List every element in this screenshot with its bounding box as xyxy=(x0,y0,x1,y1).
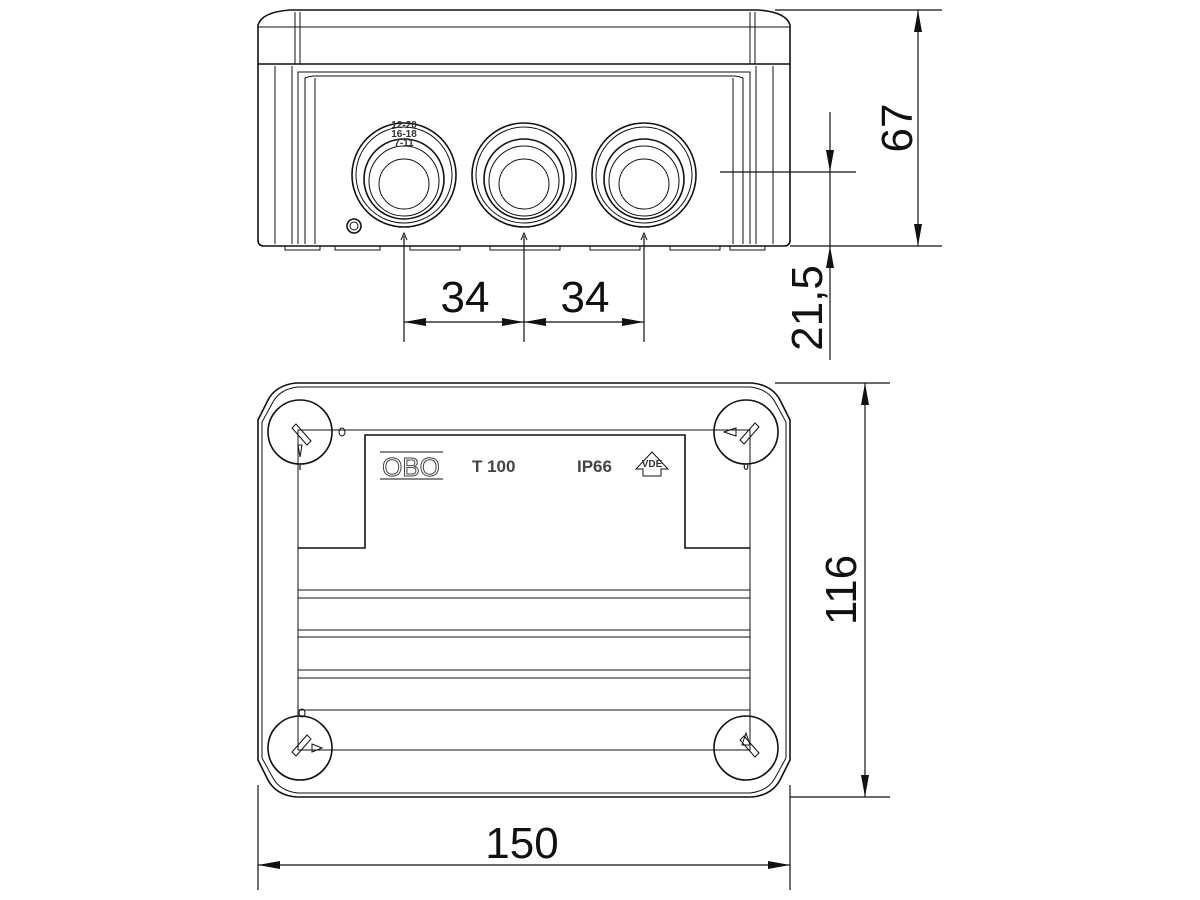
dimension-width-label: 150 xyxy=(485,819,558,868)
corner-screw-top-left: I xyxy=(267,399,346,473)
corner-screw-bottom-right xyxy=(713,715,779,781)
top-view: OBO T 100 IP66 VDE I 0 xyxy=(257,382,791,798)
gland-marking: 16-18 xyxy=(391,129,417,140)
front-view: 12-20 16-18 7-11 xyxy=(257,9,791,251)
svg-text:OBO: OBO xyxy=(382,452,440,482)
dimension-height: 67 xyxy=(775,9,942,247)
ip-rating-label: IP66 xyxy=(577,457,612,476)
svg-text:I: I xyxy=(299,462,302,473)
corner-screw-bottom-left xyxy=(267,708,333,781)
dimension-depth-label: 116 xyxy=(817,555,866,625)
corner-screw-top-right: 0 xyxy=(713,399,779,473)
dimension-gland-height-label: 21,5 xyxy=(783,265,832,351)
dimension-height-label: 67 xyxy=(873,104,922,153)
dimension-width: 150 xyxy=(257,785,791,890)
svg-text:VDE: VDE xyxy=(642,459,663,470)
dimension-spacing-2-label: 34 xyxy=(561,273,610,322)
brand-logo: OBO xyxy=(380,451,443,483)
lid-outline xyxy=(257,9,791,65)
dimension-gland-spacing: 34 34 xyxy=(403,236,645,342)
model-label: T 100 xyxy=(472,457,515,476)
housing-outline xyxy=(257,382,791,798)
dimension-depth: 116 xyxy=(775,382,890,798)
cable-gland-3 xyxy=(591,122,697,228)
label-panel xyxy=(298,434,750,549)
vde-mark: VDE xyxy=(634,451,670,477)
cable-gland-2 xyxy=(471,122,577,228)
dimension-gland-height: 21,5 xyxy=(720,112,856,360)
dimension-spacing-1-label: 34 xyxy=(441,273,490,322)
svg-text:0: 0 xyxy=(743,462,749,473)
cable-gland-1 xyxy=(351,122,457,228)
vent-plug xyxy=(346,218,362,234)
gland-marking: 7-11 xyxy=(394,138,414,149)
gland-marking: 12-20 xyxy=(391,120,417,131)
